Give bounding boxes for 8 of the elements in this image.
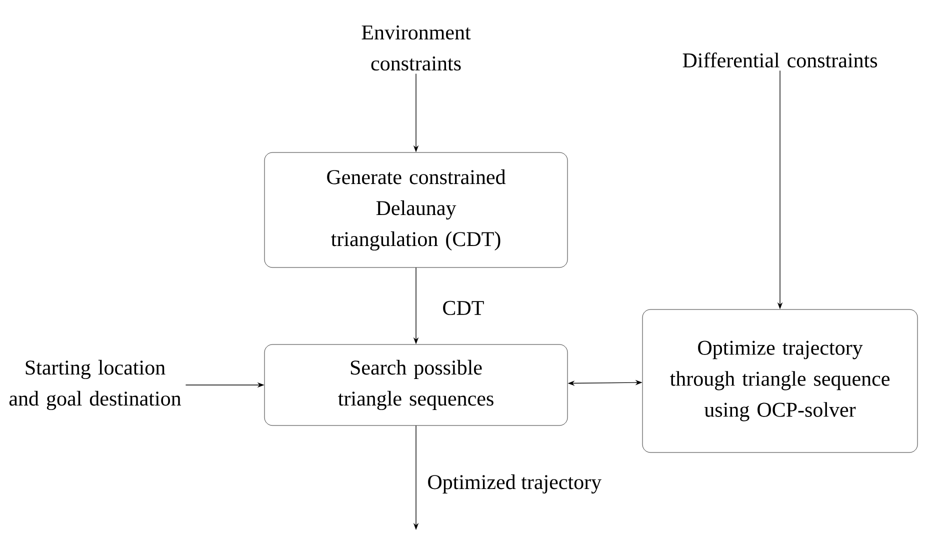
input-label: Environment constraints <box>362 25 471 71</box>
process-box: Optimize trajectory through triangle sequence using OCP-solver <box>642 309 918 453</box>
input-label: Starting location and goal destination <box>9 360 182 410</box>
input-label: Differential constraints <box>682 52 878 68</box>
process-box: Generate constrained Delaunay triangulation (CDT) <box>264 152 568 268</box>
edge-label: Optimized trajectory <box>425 472 604 496</box>
process-box: Search possible triangle sequences <box>264 344 568 426</box>
edge-label: CDT <box>440 298 486 318</box>
